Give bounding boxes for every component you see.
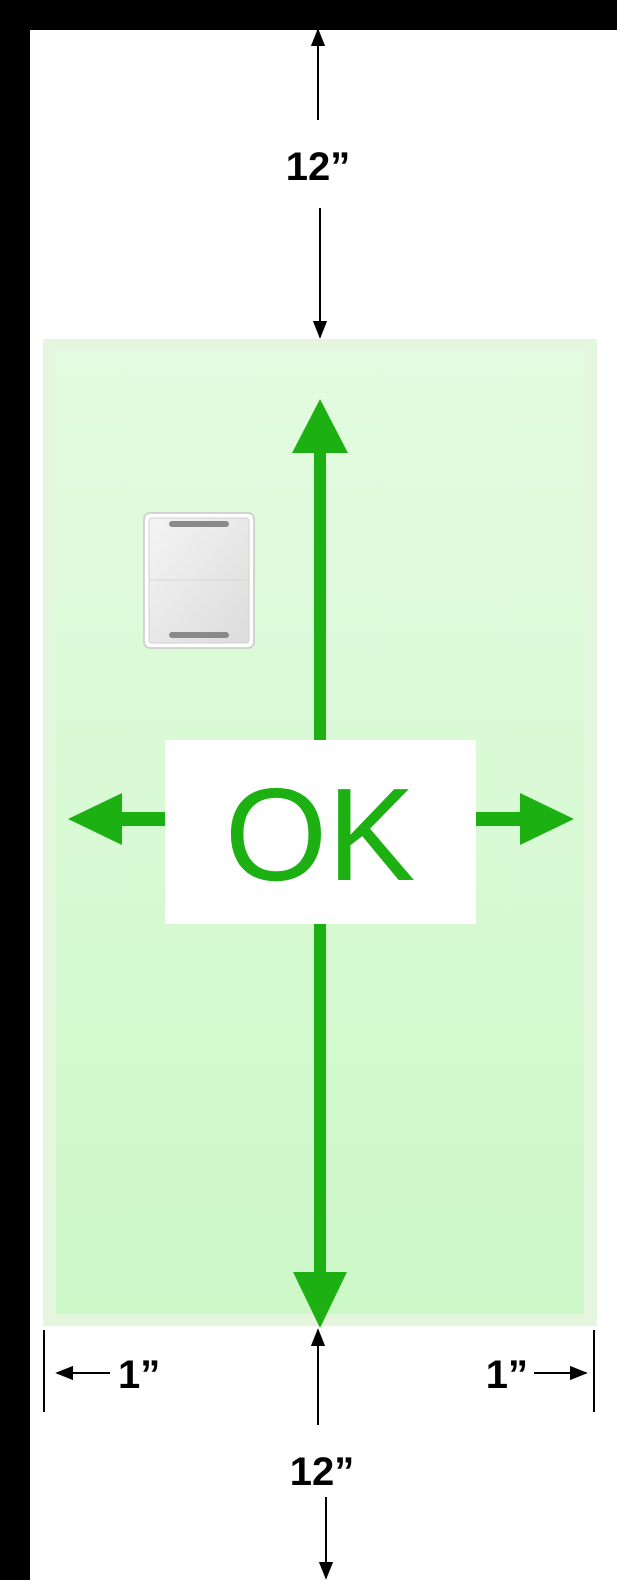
- right-clearance-label: 1”: [486, 1353, 528, 1397]
- top-clearance-label: 12”: [286, 145, 351, 189]
- wall-top: [0, 0, 617, 30]
- left-arrow-shaft: [118, 812, 168, 826]
- bottom-clearance-label: 12”: [290, 1450, 355, 1494]
- ok-label: OK: [225, 761, 416, 908]
- panel-top-latch: [169, 521, 229, 527]
- right-arrow-shaft: [475, 812, 523, 826]
- wall-access-panel-icon: [144, 513, 254, 648]
- panel-bottom-latch: [169, 632, 229, 638]
- ok-box: OK: [165, 740, 476, 924]
- left-clearance-label: 1”: [118, 1353, 160, 1397]
